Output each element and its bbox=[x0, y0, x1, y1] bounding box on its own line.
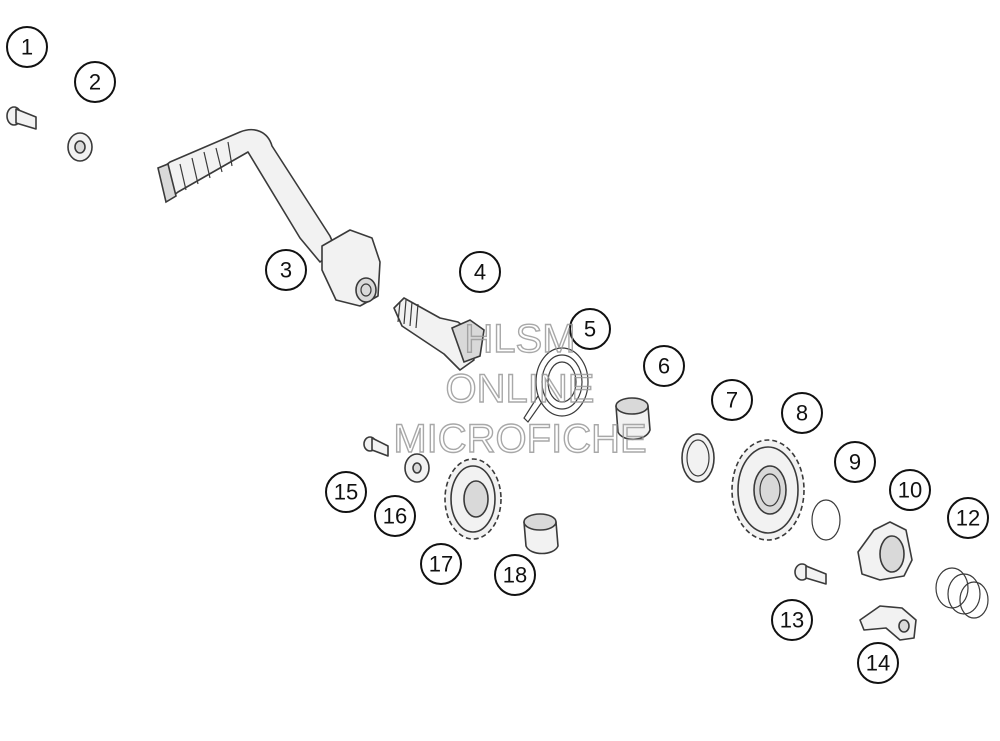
callout-label: 1 bbox=[21, 35, 33, 60]
callout-5: 5 bbox=[569, 308, 611, 350]
part-washer-16 bbox=[404, 453, 430, 483]
callout-label: 2 bbox=[89, 70, 101, 95]
callout-label: 9 bbox=[849, 450, 861, 475]
part-guide-14 bbox=[859, 605, 917, 641]
callout-16: 16 bbox=[374, 495, 416, 537]
part-kickstart-lever-3 bbox=[157, 128, 381, 307]
part-bushing-18 bbox=[523, 513, 559, 555]
part-circlip-9 bbox=[811, 499, 841, 541]
callout-label: 7 bbox=[726, 388, 738, 413]
watermark: HLSM ONLINE MICROFICHE bbox=[393, 316, 648, 461]
part-spring-5 bbox=[523, 347, 589, 423]
callout-label: 17 bbox=[429, 552, 453, 577]
callout-8: 8 bbox=[781, 392, 823, 434]
callout-label: 3 bbox=[280, 258, 292, 283]
callout-label: 5 bbox=[584, 317, 596, 342]
watermark-line-1: HLSM bbox=[464, 317, 575, 361]
part-bushing-6 bbox=[615, 397, 651, 441]
callout-12: 12 bbox=[947, 497, 989, 539]
callout-label: 18 bbox=[503, 563, 527, 588]
callout-18: 18 bbox=[494, 554, 536, 596]
watermark-line-2: ONLINE bbox=[446, 367, 595, 411]
callout-1: 1 bbox=[6, 26, 48, 68]
callout-label: 16 bbox=[383, 504, 407, 529]
part-gear-8 bbox=[731, 439, 805, 541]
part-spring-12 bbox=[935, 567, 989, 619]
watermark-line-3: MICROFICHE bbox=[393, 417, 646, 461]
callout-label: 13 bbox=[780, 608, 804, 633]
callout-6: 6 bbox=[643, 345, 685, 387]
part-bolt-1 bbox=[6, 106, 37, 130]
part-bolt-13 bbox=[794, 563, 827, 585]
callout-label: 6 bbox=[658, 354, 670, 379]
part-washer-2 bbox=[67, 132, 93, 162]
callout-9: 9 bbox=[834, 441, 876, 483]
callout-label: 4 bbox=[474, 260, 486, 285]
callout-3: 3 bbox=[265, 249, 307, 291]
callout-2: 2 bbox=[74, 61, 116, 103]
callout-14: 14 bbox=[857, 642, 899, 684]
callout-label: 14 bbox=[866, 651, 890, 676]
callout-label: 15 bbox=[334, 480, 358, 505]
part-bolt-15 bbox=[363, 436, 389, 457]
part-gear-17 bbox=[444, 458, 502, 540]
callout-label: 10 bbox=[898, 478, 922, 503]
callout-label: 8 bbox=[796, 401, 808, 426]
part-washer-7 bbox=[681, 433, 715, 483]
callout-7: 7 bbox=[711, 379, 753, 421]
callout-15: 15 bbox=[325, 471, 367, 513]
callout-17: 17 bbox=[420, 543, 462, 585]
callout-label: 12 bbox=[956, 506, 980, 531]
part-ratchet-10 bbox=[857, 521, 913, 581]
part-kickstart-shaft-4 bbox=[393, 297, 485, 371]
callout-13: 13 bbox=[771, 599, 813, 641]
callout-4: 4 bbox=[459, 251, 501, 293]
callout-10: 10 bbox=[889, 469, 931, 511]
